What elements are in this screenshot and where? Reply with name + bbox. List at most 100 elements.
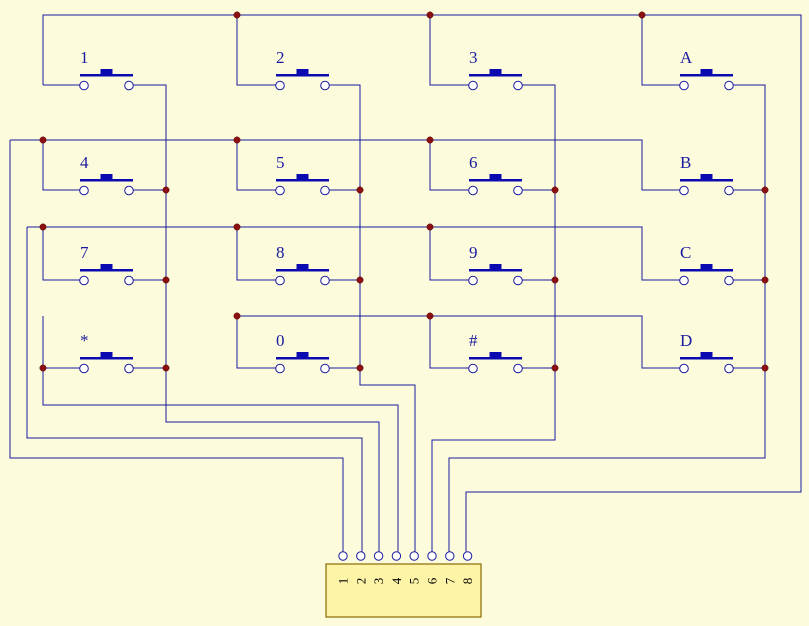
junction-dot: [426, 223, 434, 231]
key-switch: 6: [468, 153, 523, 196]
junction-dot: [356, 364, 364, 372]
switch-plunger: [469, 357, 522, 360]
pin-label: 2: [353, 578, 368, 585]
connector-pin: [445, 551, 455, 561]
switch-plunger: [276, 74, 329, 77]
switch-terminal: [724, 185, 734, 196]
key-switch: 9: [468, 243, 523, 286]
switch-terminal: [124, 363, 134, 374]
key-switch: 8: [275, 243, 330, 286]
junction-dot: [426, 312, 434, 320]
switch-terminal: [124, 275, 134, 286]
switch-plunger: [80, 269, 133, 272]
switch-cap: [700, 174, 713, 180]
switch-terminal: [320, 275, 330, 286]
switch-plunger: [469, 74, 522, 77]
key-label: D: [680, 331, 692, 350]
switch-terminal: [724, 80, 734, 91]
key-label: 8: [276, 243, 285, 262]
key-switch: 1: [79, 48, 134, 91]
switch-terminal: [679, 185, 689, 196]
switch-terminal: [79, 80, 89, 91]
switch-terminal: [79, 185, 89, 196]
column-4-wire: [448, 84, 766, 552]
switch-terminal: [679, 80, 689, 91]
junction-dot: [761, 276, 769, 284]
switch-terminal: [724, 275, 734, 286]
junction-dot: [761, 364, 769, 372]
switch-cap: [296, 69, 309, 75]
junction-dot: [551, 364, 559, 372]
junction-dot: [638, 11, 646, 19]
switch-terminal: [124, 185, 134, 196]
key-switch: #: [468, 331, 523, 374]
key-label: B: [680, 153, 691, 172]
switch-terminal: [513, 185, 523, 196]
junction-dot: [233, 136, 241, 144]
connector-pin: [409, 551, 419, 561]
connector-pin: [391, 551, 402, 561]
column-1-wire: [133, 84, 380, 552]
connector-pin: [356, 551, 366, 561]
junction-dot: [426, 11, 434, 19]
pin-label: 4: [389, 577, 404, 584]
switch-terminal: [679, 363, 689, 374]
key-label: 1: [80, 48, 89, 67]
switch-cap: [489, 264, 502, 270]
key-switch: C: [679, 243, 734, 286]
switch-cap: [700, 69, 713, 75]
row-1-bus: [42, 14, 802, 552]
key-switch: 0: [275, 331, 330, 374]
pin-label: 6: [425, 577, 440, 584]
pin-label: 8: [460, 578, 475, 585]
junction-dot: [356, 276, 364, 284]
switch-cap: [100, 264, 113, 270]
key-label: *: [80, 331, 89, 350]
switch-cap: [700, 352, 713, 358]
switch-terminal: [275, 363, 285, 374]
switch-terminal: [79, 275, 89, 286]
switch-plunger: [80, 179, 133, 182]
key-label: #: [469, 331, 478, 350]
junction-dot: [233, 312, 241, 320]
switch-cap: [100, 352, 113, 358]
key-switch: 2: [275, 48, 330, 91]
switch-cap: [489, 174, 502, 180]
key-switch: B: [679, 153, 734, 196]
switch-terminal: [468, 275, 478, 286]
key-label: 6: [469, 153, 478, 172]
switch-cap: [100, 69, 113, 75]
junction-dot: [356, 186, 364, 194]
junction-dot: [162, 276, 170, 284]
key-label: 3: [469, 48, 478, 67]
junction-dot: [233, 11, 241, 19]
column-3-wire: [431, 84, 556, 552]
switch-plunger: [680, 357, 733, 360]
wiring: [9, 14, 802, 552]
switch-terminal: [320, 363, 330, 374]
switch-terminal: [320, 185, 330, 196]
switch-terminal: [275, 80, 285, 91]
switch-terminal: [468, 363, 478, 374]
switch-cap: [296, 352, 309, 358]
connector-pin: [373, 551, 384, 561]
switch-terminal: [468, 80, 478, 91]
row-3-bus: [26, 226, 680, 552]
key-label: 9: [469, 243, 478, 262]
switch-terminal: [468, 185, 478, 196]
key-switch: D: [679, 331, 734, 374]
pin-label: 1: [336, 578, 351, 585]
connector-pin: [427, 551, 437, 561]
connector-pin: [338, 551, 348, 561]
switch-plunger: [469, 269, 522, 272]
switch-cap: [700, 264, 713, 270]
switch-plunger: [80, 74, 133, 77]
junction-dot: [426, 136, 434, 144]
switch-plunger: [680, 269, 733, 272]
switch-plunger: [276, 357, 329, 360]
switch-terminal: [275, 185, 285, 196]
switch-cap: [489, 352, 502, 358]
junction-dot: [761, 186, 769, 194]
